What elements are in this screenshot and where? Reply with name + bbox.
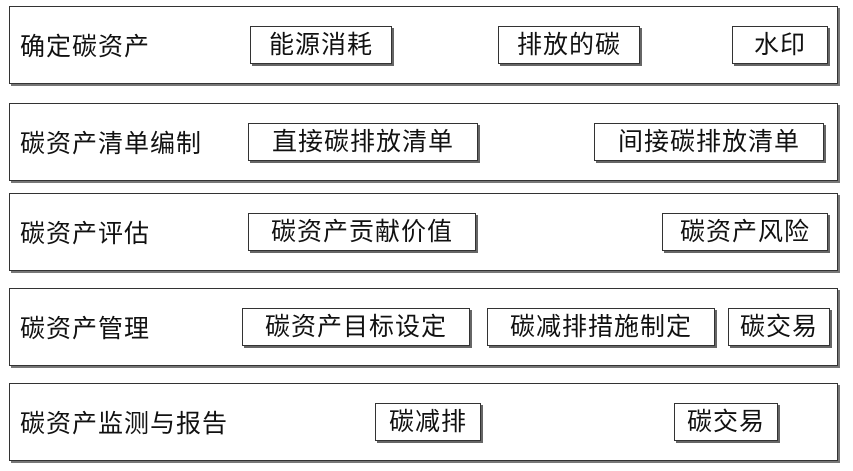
row-carbon-inventory: 碳资产清单编制 直接碳排放清单 间接碳排放清单	[9, 103, 838, 181]
row-label: 确定碳资产	[20, 32, 151, 61]
item-carbon-reduction: 碳减排	[375, 403, 481, 441]
item-carbon-trading: 碳交易	[674, 403, 778, 441]
row-label: 碳资产评估	[20, 219, 151, 248]
item-watermark: 水印	[732, 26, 828, 64]
row-monitoring-and-reporting: 碳资产监测与报告 碳减排 碳交易	[9, 383, 838, 461]
row-label: 碳资产清单编制	[20, 129, 203, 158]
row-carbon-asset-evaluation: 碳资产评估 碳资产贡献价值 碳资产风险	[9, 193, 838, 271]
row-carbon-asset-management: 碳资产管理 碳资产目标设定 碳减排措施制定 碳交易	[9, 288, 838, 366]
item-contribution-value: 碳资产贡献价值	[248, 213, 476, 251]
item-energy-consumption: 能源消耗	[250, 26, 392, 64]
item-reduction-measures: 碳减排措施制定	[487, 308, 715, 346]
item-carbon-trading: 碳交易	[728, 308, 830, 346]
row-identify-carbon-assets: 确定碳资产 能源消耗 排放的碳 水印	[9, 6, 838, 84]
item-carbon-asset-risk: 碳资产风险	[662, 213, 828, 251]
row-label: 碳资产管理	[20, 314, 151, 343]
item-direct-emission-inventory: 直接碳排放清单	[248, 123, 478, 161]
item-indirect-emission-inventory: 间接碳排放清单	[594, 123, 824, 161]
item-target-setting: 碳资产目标设定	[242, 308, 470, 346]
item-emitted-carbon: 排放的碳	[498, 26, 640, 64]
row-label: 碳资产监测与报告	[20, 409, 229, 438]
